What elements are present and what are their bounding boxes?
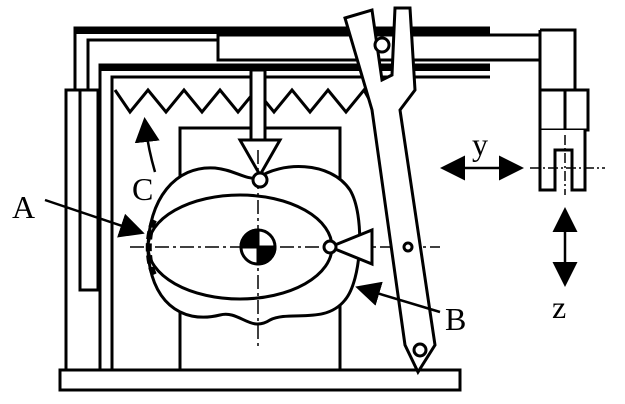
label-c: C (132, 171, 153, 207)
plunger (249, 68, 267, 144)
arrow-b (355, 281, 441, 314)
label-z: z (552, 289, 566, 325)
lever (343, 6, 437, 376)
center-of-mass-icon (239, 228, 277, 266)
label-b: B (445, 301, 466, 337)
spring (113, 87, 376, 115)
bracket-fork (538, 130, 587, 192)
label-y: y (472, 126, 488, 162)
right-bracket (538, 28, 577, 90)
left-plate-inner (78, 88, 100, 292)
arrow-a (44, 198, 145, 238)
label-a: A (12, 189, 35, 225)
base-plate (58, 368, 462, 392)
arrow-c (134, 117, 160, 173)
contact-point-side (322, 239, 338, 255)
left-plate (64, 88, 102, 372)
side-plunger-tip (326, 227, 374, 267)
plunger-tip (237, 138, 283, 179)
contact-point-top (251, 171, 269, 189)
